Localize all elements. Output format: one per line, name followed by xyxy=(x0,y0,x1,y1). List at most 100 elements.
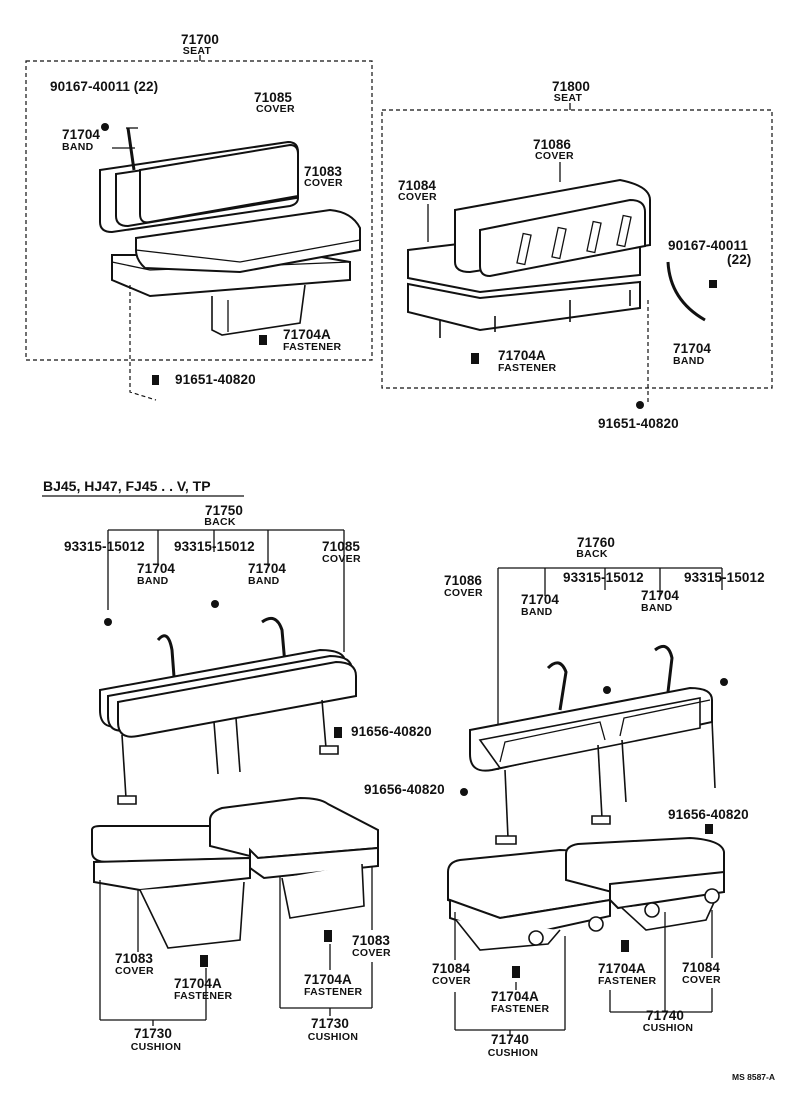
back-71750-drawing xyxy=(99,529,357,805)
back-71760-nut-right-part-no: 91656-40820 xyxy=(668,807,749,822)
seat-71800-part-no: 71800 xyxy=(551,79,591,94)
seat-71800-boundary xyxy=(381,109,773,389)
cushion-71740-drawing xyxy=(447,836,725,1036)
back-71750-band-left-part-no: 71704 xyxy=(137,561,176,576)
cushion-71730-fastener-left-mark xyxy=(200,955,208,967)
seat-71800-back-cover-part-no: 71086 xyxy=(533,137,572,152)
seat-71800-bolt-mark xyxy=(709,280,717,288)
cushion-71740-left-name: CUSHION xyxy=(487,1047,539,1059)
cushion-71730-right-name: CUSHION xyxy=(307,1031,359,1043)
cushion-71740-cover-left-name: COVER xyxy=(432,975,471,987)
cushion-71730-drawing xyxy=(91,796,379,1026)
seat-71800-nut-mark xyxy=(636,401,644,409)
back-71760-band-left xyxy=(546,661,568,711)
seat-71800-seat-cover-part-no: 71084 xyxy=(398,178,437,193)
cushion-71740-fastener-right-part-no: 71704A xyxy=(598,961,646,976)
cushion-71730-right-part-no: 71730 xyxy=(310,1016,350,1031)
cushion-71740-left-part-no: 71740 xyxy=(490,1032,530,1047)
seat-71800-seat-cover-name: COVER xyxy=(398,191,437,203)
cushion-71730-cover-right-part-no: 71083 xyxy=(352,933,391,948)
cushion-71730-right-frame xyxy=(281,863,365,919)
back-71750-cover-part-no: 71085 xyxy=(322,539,361,554)
cushion-71730-left-part-no: 71730 xyxy=(133,1026,173,1041)
back-71760-screw-right-mark xyxy=(720,678,728,686)
cushion-71730-fastener-left-part-no: 71704A xyxy=(174,976,222,991)
cushion-71740-fastener-left-part-no: 71704A xyxy=(491,989,539,1004)
back-71760-band-right-part-no: 71704 xyxy=(641,588,680,603)
seat-71700-band-name: BAND xyxy=(62,141,94,153)
cushion-71730-fastener-left-name: FASTENER xyxy=(174,990,233,1002)
seat-71800-fastener-part-no: 71704A xyxy=(498,348,546,363)
seat-71700-back-cover-part-no: 71085 xyxy=(254,90,293,105)
cushion-71730-cover-left-part-no: 71083 xyxy=(115,951,154,966)
cushion-71730-right-cover xyxy=(209,796,379,860)
back-71750-nut-part-no: 91656-40820 xyxy=(351,724,432,739)
seat-71700-fastener-part-no: 71704A xyxy=(283,327,331,342)
back-71760-frame xyxy=(478,697,701,769)
cushion-71730-right-base xyxy=(249,846,379,880)
seat-71700-bolt-part-no: 90167-40011 (22) xyxy=(50,79,159,94)
seat-71800-part-name: SEAT xyxy=(553,92,583,104)
back-71750-screw-right-part-no: 93315-15012 xyxy=(174,539,255,554)
seat-71800-bolt-part-no: 90167-40011 xyxy=(668,238,748,253)
back-71750-band-right xyxy=(261,616,288,677)
seat-71800-seat-base xyxy=(407,280,641,332)
seat-71800-band-part-no: 71704 xyxy=(673,341,712,356)
seat-71700-nut-mark xyxy=(152,375,159,385)
section-heading: BJ45, HJ47, FJ45 . . V, TP xyxy=(43,478,211,494)
cushion-71740-fastener-right-mark xyxy=(621,940,629,952)
back-71750-part-no: 71750 xyxy=(204,503,244,518)
back-71750-cover xyxy=(117,660,357,738)
cushion-71730-cover-left-name: COVER xyxy=(115,965,154,977)
back-71750-screw-right-mark xyxy=(211,600,219,608)
cushion-71730-left-base xyxy=(93,856,251,892)
seat-71700-nut-part-no: 91651-40820 xyxy=(175,372,256,387)
back-71750-screw-left-part-no: 93315-15012 xyxy=(64,539,145,554)
back-71760-screw-left-mark xyxy=(603,686,611,694)
seat-71700-part-no: 71700 xyxy=(180,32,220,47)
cushion-71740-right-base xyxy=(609,870,725,910)
back-71760-band-right-name: BAND xyxy=(641,602,673,614)
cushion-71740-cover-right-part-no: 71084 xyxy=(682,960,721,975)
back-71760-cover-part-no: 71086 xyxy=(444,573,483,588)
back-71760-screw-left-part-no: 93315-15012 xyxy=(563,570,644,585)
back-71750-cover-name: COVER xyxy=(322,553,361,565)
seat-71800-drawing xyxy=(381,103,773,409)
seat-71700-fastener-name: FASTENER xyxy=(283,341,342,353)
back-71760-screw-right-part-no: 93315-15012 xyxy=(684,570,765,585)
seat-71800-fastener-mark xyxy=(471,353,479,364)
cushion-71740-cover-right-name: COVER xyxy=(682,974,721,986)
cushion-71730-left-frame xyxy=(139,881,245,949)
seat-71700-back-cover-name: COVER xyxy=(256,103,295,115)
seat-71700-band xyxy=(126,127,136,171)
back-71750-nut-mark xyxy=(334,727,342,738)
document-id: MS 8587-A xyxy=(732,1072,775,1082)
back-71760-nut-left-part-no: 91656-40820 xyxy=(364,782,445,797)
cushion-71730-fastener-right-mark xyxy=(324,930,332,942)
cushion-71730-cover-right-name: COVER xyxy=(352,947,391,959)
back-71750-band-right-name: BAND xyxy=(248,575,280,587)
back-71760-part-no: 71760 xyxy=(576,535,616,550)
seat-71800-band xyxy=(666,261,706,322)
cushion-71740-cover-left-part-no: 71084 xyxy=(432,961,471,976)
seat-71700-band-part-no: 71704 xyxy=(62,127,101,142)
cushion-71740-fastener-right-name: FASTENER xyxy=(598,975,657,987)
seat-71700-part-name: SEAT xyxy=(182,45,212,57)
back-71760-band-right xyxy=(654,644,674,693)
back-71760-part-name: BACK xyxy=(576,548,608,560)
back-71750-band-left-name: BAND xyxy=(137,575,169,587)
cushion-71740-fastener-left-name: FASTENER xyxy=(491,1003,550,1015)
seat-71700-drawing xyxy=(25,55,373,401)
seat-71700-nut-leader xyxy=(129,285,157,401)
seat-71700-seat-cover-name: COVER xyxy=(304,177,343,189)
back-71750-band-left xyxy=(156,634,177,691)
seat-71800-back-cover-name: COVER xyxy=(535,150,574,162)
seat-71700-bolt-mark xyxy=(101,123,109,131)
back-71760-band-left-part-no: 71704 xyxy=(521,592,560,607)
seat-71800-band-name: BAND xyxy=(673,355,705,367)
back-71760-nut-left-mark xyxy=(460,788,468,796)
seat-71800-fastener-name: FASTENER xyxy=(498,362,557,374)
back-71750-screw-left-mark xyxy=(104,618,112,626)
back-71750-part-name: BACK xyxy=(204,516,236,528)
